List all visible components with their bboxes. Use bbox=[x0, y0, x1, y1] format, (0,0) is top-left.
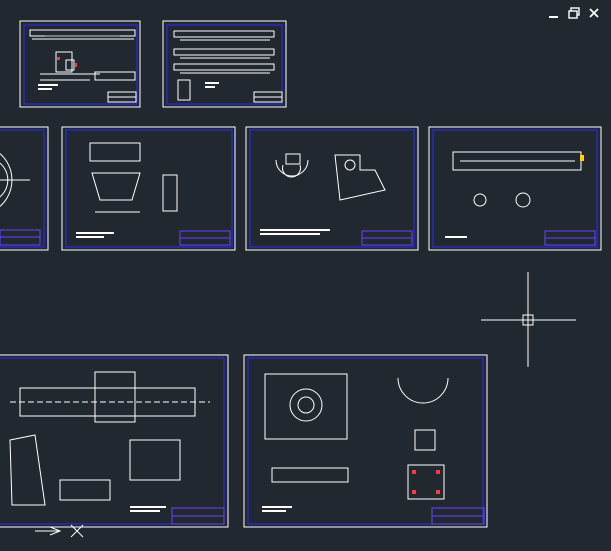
drawing-sheet-mid-2[interactable] bbox=[61, 126, 236, 251]
drawing-sheet-bottom-right[interactable] bbox=[243, 354, 488, 528]
close-icon[interactable] bbox=[587, 6, 601, 20]
drawing-sheet-top-left[interactable] bbox=[19, 20, 141, 108]
drawing-sheet-bottom-left[interactable] bbox=[0, 354, 229, 528]
drawing-sheet-top-right[interactable] bbox=[162, 20, 287, 108]
drawing-sheet-mid-4[interactable] bbox=[428, 126, 602, 251]
ucs-axis-icon bbox=[35, 524, 84, 538]
drawing-sheet-mid-1[interactable] bbox=[0, 126, 49, 251]
drawing-sheet-mid-3[interactable] bbox=[245, 126, 419, 251]
window-controls bbox=[547, 6, 601, 20]
minimize-icon[interactable] bbox=[547, 6, 561, 20]
crosshair-cursor-icon bbox=[481, 272, 576, 367]
restore-icon[interactable] bbox=[567, 6, 581, 20]
